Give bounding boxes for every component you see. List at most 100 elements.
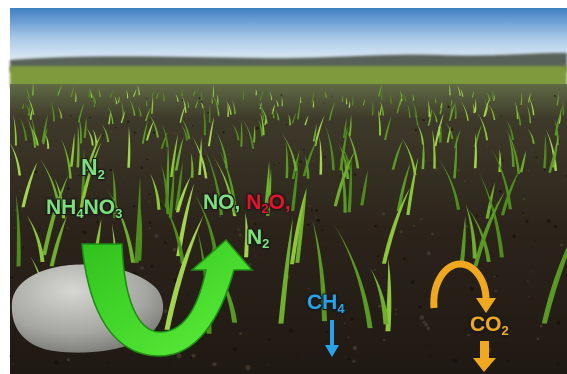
- sprout-leaf: [281, 133, 298, 171]
- sprout-leaf: [528, 96, 535, 116]
- sprout-leaf: [519, 150, 527, 173]
- sprout-leaf: [290, 187, 307, 265]
- sprout-leaf: [226, 100, 232, 115]
- sprout-leaf: [192, 89, 196, 96]
- sprout-leaf: [126, 89, 129, 99]
- sprout-leaf: [411, 99, 418, 119]
- sprout-leaf: [161, 124, 169, 148]
- sprout-leaf: [382, 187, 410, 264]
- sprout-leaf: [291, 161, 299, 211]
- sprout-leaf: [500, 169, 520, 216]
- sprout-leaf: [200, 101, 204, 108]
- sprout-leaf: [543, 133, 547, 169]
- sprout-leaf: [362, 98, 365, 106]
- sprout-leaf: [180, 117, 191, 139]
- sprout-leaf: [133, 88, 137, 97]
- sprout-leaf: [49, 215, 68, 267]
- sprout-leaf: [341, 95, 344, 102]
- sprout-leaf: [108, 106, 114, 124]
- sprout-leaf: [77, 102, 85, 123]
- sprout-leaf: [57, 83, 63, 96]
- sprout-leaf: [162, 91, 165, 102]
- sprout-leaf: [472, 103, 476, 114]
- sprout-leaf: [161, 163, 170, 215]
- sprout-leaf: [312, 99, 315, 108]
- sprout-leaf: [377, 109, 382, 136]
- sprout-leaf: [314, 115, 325, 146]
- sprout-leaf: [155, 91, 159, 99]
- sprout-leaf: [562, 100, 564, 116]
- sprout-leaf: [24, 85, 30, 99]
- sprout-leaf: [434, 96, 437, 104]
- sprout-leaf: [180, 124, 188, 141]
- sprout-leaf: [198, 137, 202, 175]
- sprout-leaf: [26, 116, 37, 148]
- sprout-leaf: [328, 101, 336, 121]
- sprout-leaf: [61, 138, 72, 179]
- sprout-leaf: [76, 125, 80, 168]
- sprout-leaf: [554, 105, 563, 136]
- sprout-leaf: [98, 88, 101, 98]
- sprout-leaf: [402, 93, 407, 102]
- sprout-leaf: [109, 89, 114, 98]
- sprout-leaf: [30, 126, 39, 146]
- sprout-leaf: [175, 93, 179, 102]
- sprout-leaf: [121, 100, 125, 119]
- sprout-leaf: [453, 129, 461, 149]
- sprout-leaf: [120, 110, 126, 123]
- sprout-leaf: [343, 125, 360, 169]
- sprout-leaf: [556, 93, 560, 106]
- sprout-leaf: [242, 118, 255, 149]
- sprout-leaf: [295, 187, 307, 263]
- far-field: [10, 66, 567, 88]
- sprout-leaf: [396, 162, 411, 212]
- sprout-leaf: [175, 176, 191, 213]
- sprout-leaf: [541, 247, 567, 324]
- sprout-leaf: [26, 214, 45, 262]
- sprout-leaf: [498, 149, 502, 172]
- sprout-leaf: [491, 148, 512, 210]
- sprout-leaf: [164, 215, 204, 330]
- sprout-leaf: [478, 172, 504, 258]
- sprout-leaf: [170, 134, 178, 177]
- sprout-leaf: [477, 112, 489, 141]
- sprout-leaf: [297, 101, 300, 120]
- sprout-leaf: [207, 116, 215, 147]
- sprout-leaf: [41, 114, 48, 142]
- sprout-leaf: [339, 126, 348, 171]
- sprout-leaf: [50, 100, 55, 122]
- sprout-leaf: [440, 101, 443, 108]
- sprout-leaf: [175, 161, 183, 211]
- sprout-leaf: [145, 107, 151, 122]
- sprout-leaf: [505, 127, 521, 174]
- sprout-leaf: [299, 96, 302, 104]
- sprout-leaf: [456, 84, 461, 96]
- sprout-leaf: [370, 268, 389, 325]
- sprout-leaf: [275, 109, 280, 121]
- sprout-leaf: [148, 113, 159, 138]
- sprout-leaf: [384, 116, 392, 140]
- sprout-leaf: [471, 90, 475, 98]
- sprout-leaf: [168, 165, 175, 218]
- sprout-leaf: [348, 100, 351, 108]
- n2-output-label: N2: [247, 226, 270, 251]
- sprout-leaf: [389, 93, 392, 104]
- sprout-leaf: [212, 84, 214, 98]
- down-arrow-icon: [325, 320, 339, 357]
- sprout-leaf: [319, 136, 323, 175]
- sprout-leaf: [117, 96, 120, 103]
- sprout-leaf: [93, 100, 96, 108]
- sprout-leaf: [431, 109, 438, 123]
- sprout-leaf: [160, 198, 185, 264]
- sprout-leaf: [21, 161, 38, 208]
- sprout-leaf: [516, 108, 522, 126]
- sprout-leaf: [89, 88, 93, 98]
- sprout-leaf: [435, 113, 444, 140]
- sprout-leaf: [193, 192, 219, 261]
- sprout-leaf: [312, 124, 317, 142]
- sprout-leaf: [194, 99, 199, 108]
- sprout-leaf: [86, 128, 94, 146]
- sprout-leaf: [459, 216, 466, 263]
- sprout-leaf: [216, 94, 219, 103]
